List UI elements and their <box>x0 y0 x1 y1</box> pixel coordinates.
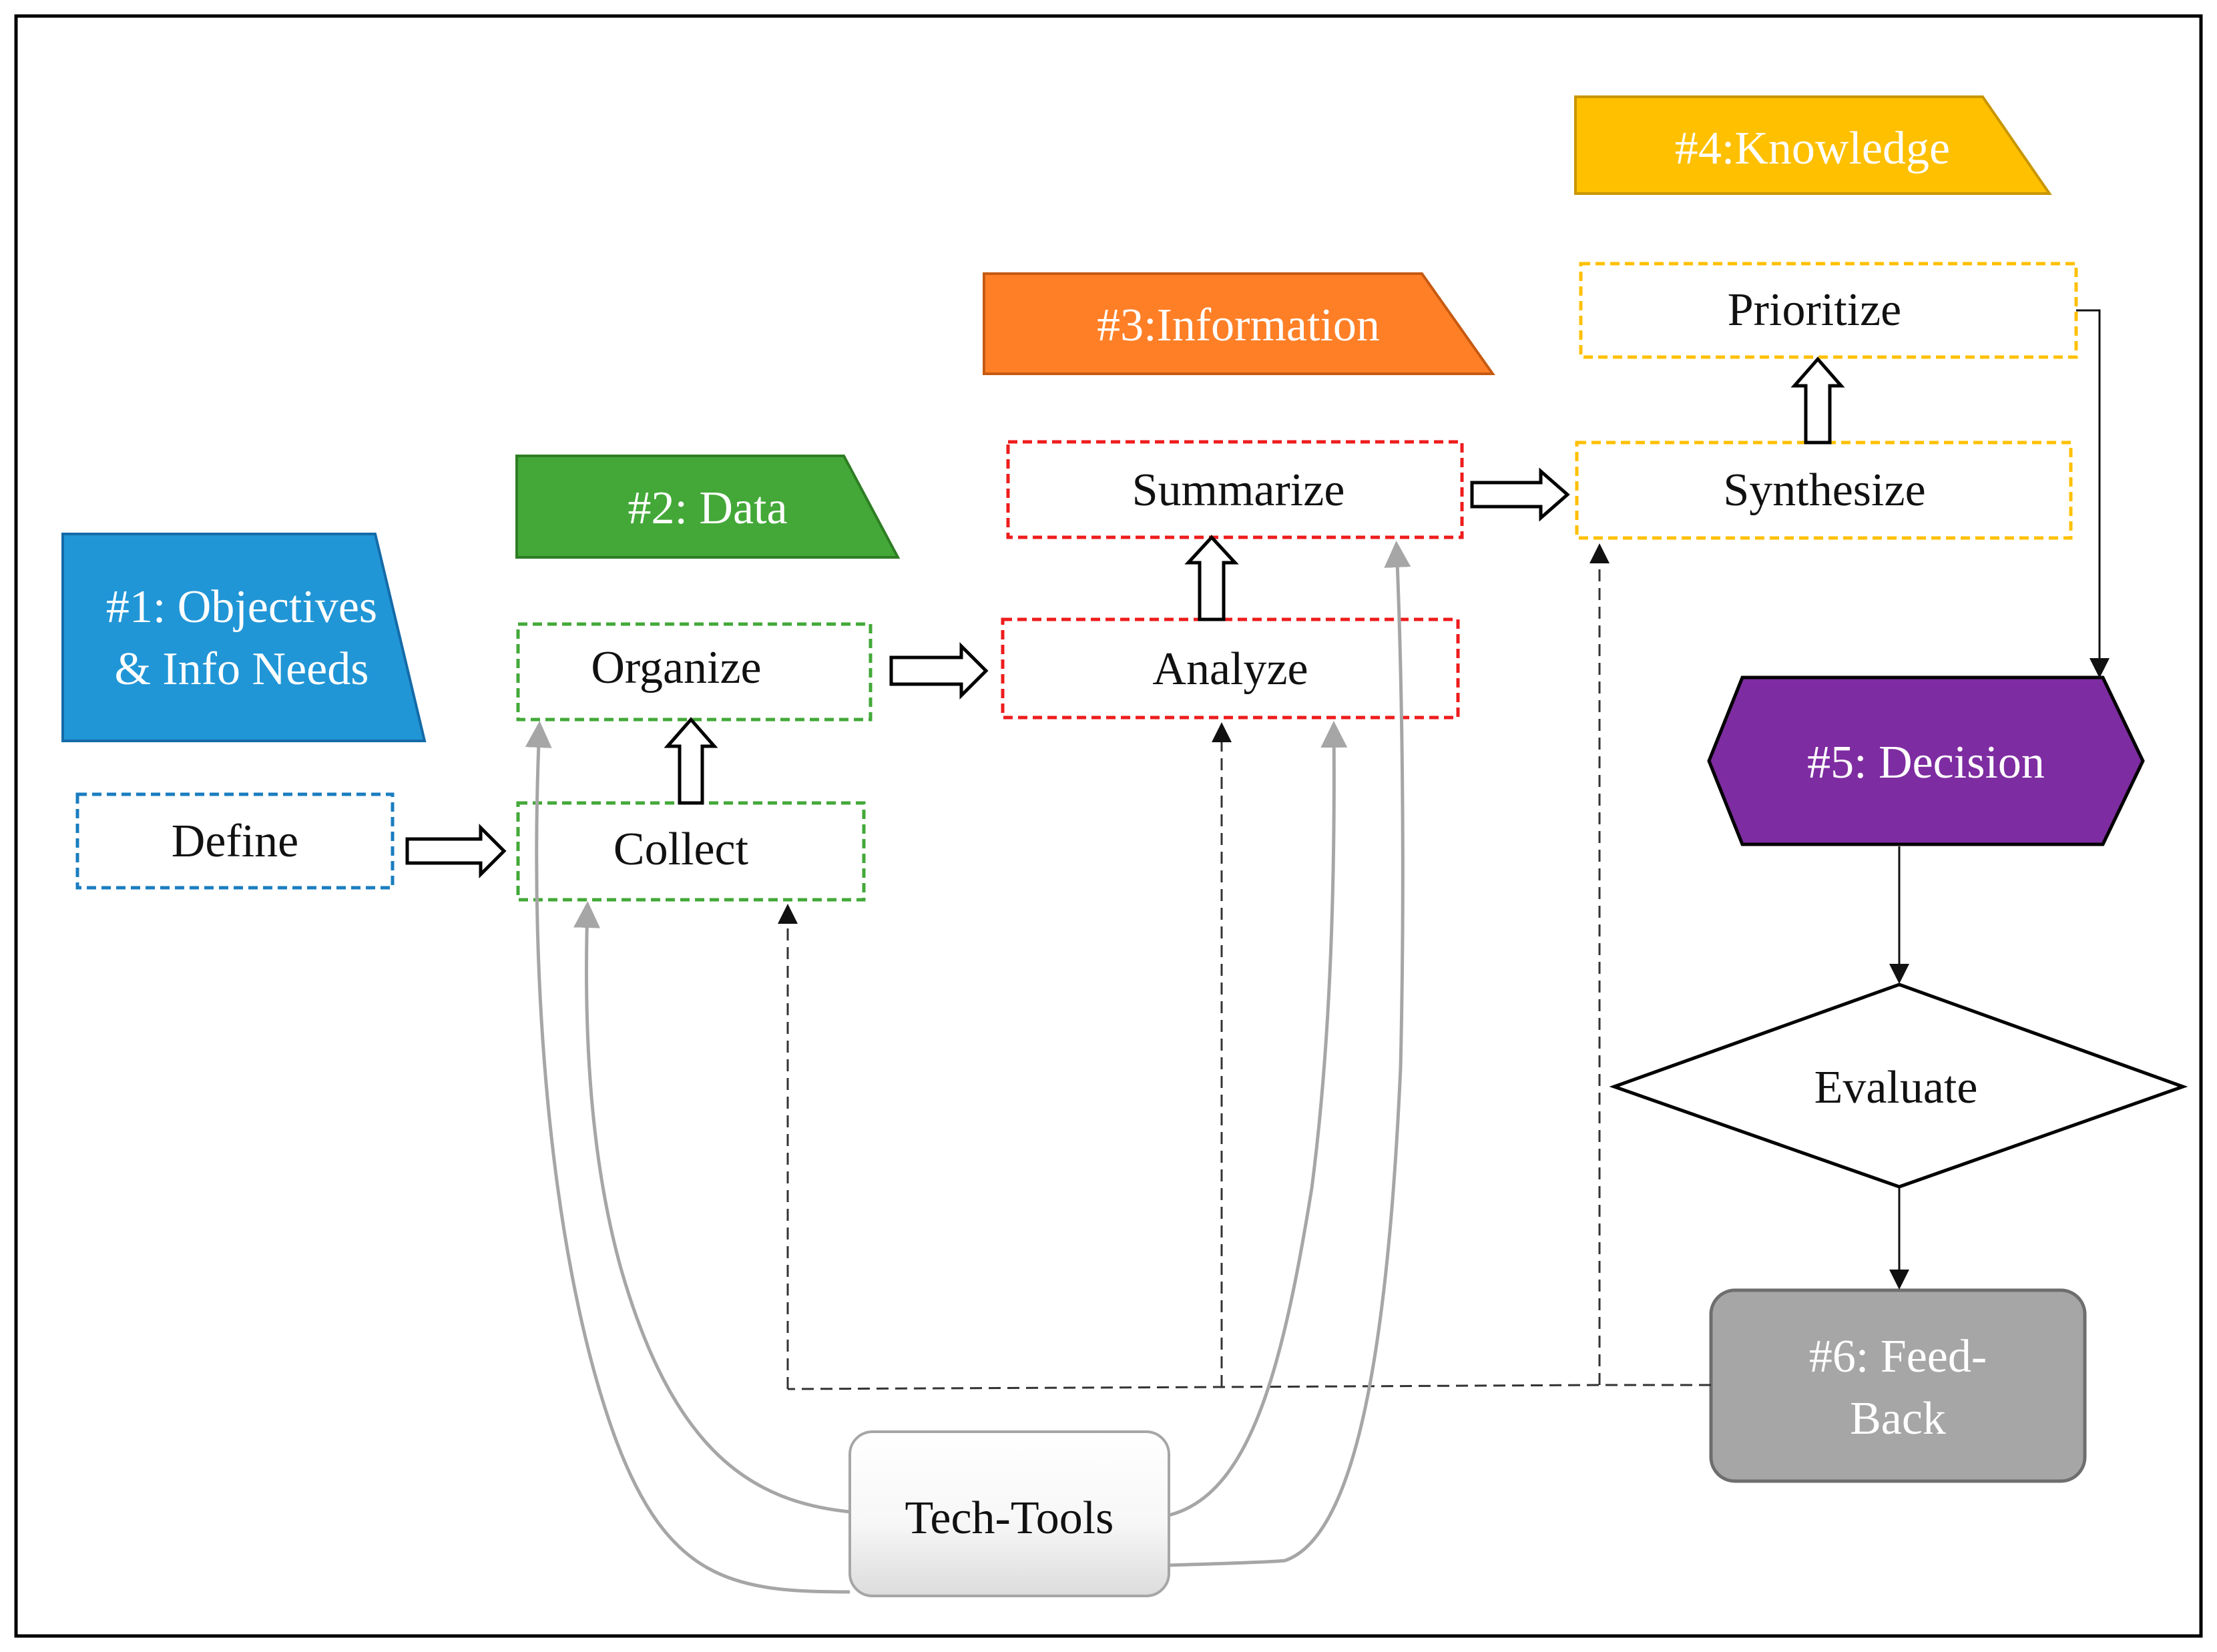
diagram-frame <box>14 14 2203 1638</box>
arrow-analyze-to-summarize <box>1184 535 1239 621</box>
step-prioritize-label: Prioritize <box>1728 284 1901 336</box>
step-evaluate: Evaluate <box>1609 983 2188 1189</box>
arrow-organize-to-analyze <box>889 641 989 700</box>
tech-tools-label: Tech-Tools <box>905 1492 1114 1544</box>
step-evaluate-label: Evaluate <box>1814 1062 1978 1113</box>
stage-decision-label: #5: Decision <box>1807 737 2045 788</box>
stage-information-label: #3:Information <box>1097 300 1380 351</box>
step-define: Define <box>75 792 395 890</box>
arrow-synthesize-to-prioritize <box>1790 356 1845 445</box>
feedback-link-main <box>787 1384 1711 1390</box>
stage-objectives-line1: #1: Objectives <box>106 581 377 633</box>
stage-knowledge-label: #4:Knowledge <box>1675 123 1950 174</box>
stage-objectives: #1: Objectives & Info Needs <box>61 533 427 742</box>
stage-data: #2: Data <box>515 455 901 559</box>
step-organize-label: Organize <box>591 642 761 694</box>
tool-link-to-summarize <box>1168 541 1411 1567</box>
step-define-label: Define <box>172 816 298 867</box>
step-synthesize: Synthesize <box>1575 441 2073 540</box>
stage-knowledge: #4:Knowledge <box>1574 95 2052 195</box>
step-collect: Collect <box>516 801 866 902</box>
stage-decision: #5: Decision <box>1707 675 2145 846</box>
step-collect-label: Collect <box>613 824 749 875</box>
stage-feedback-line1: #6: Feed- <box>1809 1331 1987 1382</box>
step-organize: Organize <box>516 622 873 722</box>
stage-feedback-line2: Back <box>1850 1393 1946 1444</box>
step-prioritize: Prioritize <box>1579 262 2078 359</box>
stage-information: #3:Information <box>983 272 1495 375</box>
step-analyze-label: Analyze <box>1152 643 1308 695</box>
tool-links <box>525 541 1411 1594</box>
feedback-links <box>778 543 1711 1390</box>
tool-link-to-organize <box>525 721 850 1594</box>
stage-data-label: #2: Data <box>628 483 787 534</box>
link-prioritize-to-decision <box>2076 309 2110 678</box>
arrow-summarize-to-synthesize <box>1470 467 1570 522</box>
arrow-collect-to-organize <box>664 717 718 805</box>
step-summarize-label: Summarize <box>1132 465 1345 516</box>
tool-link-to-analyze <box>1168 721 1348 1517</box>
stage-objectives-line2: & Info Needs <box>114 643 368 695</box>
step-analyze: Analyze <box>1001 617 1460 720</box>
arrow-define-to-collect <box>405 823 507 879</box>
tool-link-to-collect <box>573 901 850 1514</box>
step-summarize: Summarize <box>1006 440 1464 539</box>
stage-feedback: #6: Feed- Back <box>1709 1288 2087 1483</box>
step-synthesize-label: Synthesize <box>1723 465 1925 516</box>
tech-tools-box: Tech-Tools <box>848 1430 1170 1597</box>
